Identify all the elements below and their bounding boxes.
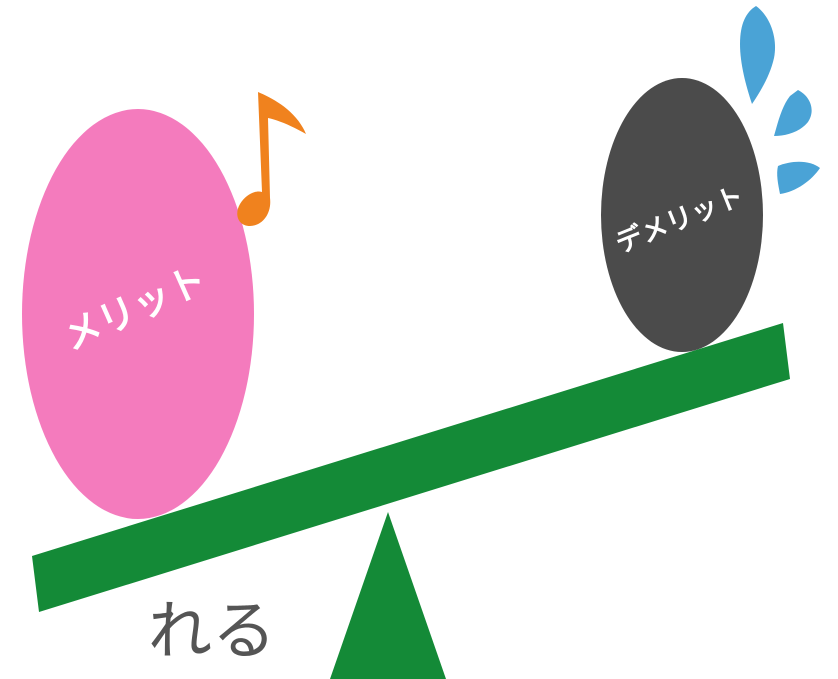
music-note-icon <box>237 92 306 226</box>
demerit-ball: デメリット <box>601 78 763 352</box>
sweat-drops-icon <box>740 6 820 194</box>
merit-ball: メリット <box>22 109 254 519</box>
partial-caption-text: れる <box>148 595 276 669</box>
seesaw-plank <box>32 323 790 612</box>
fulcrum-triangle <box>330 512 446 679</box>
